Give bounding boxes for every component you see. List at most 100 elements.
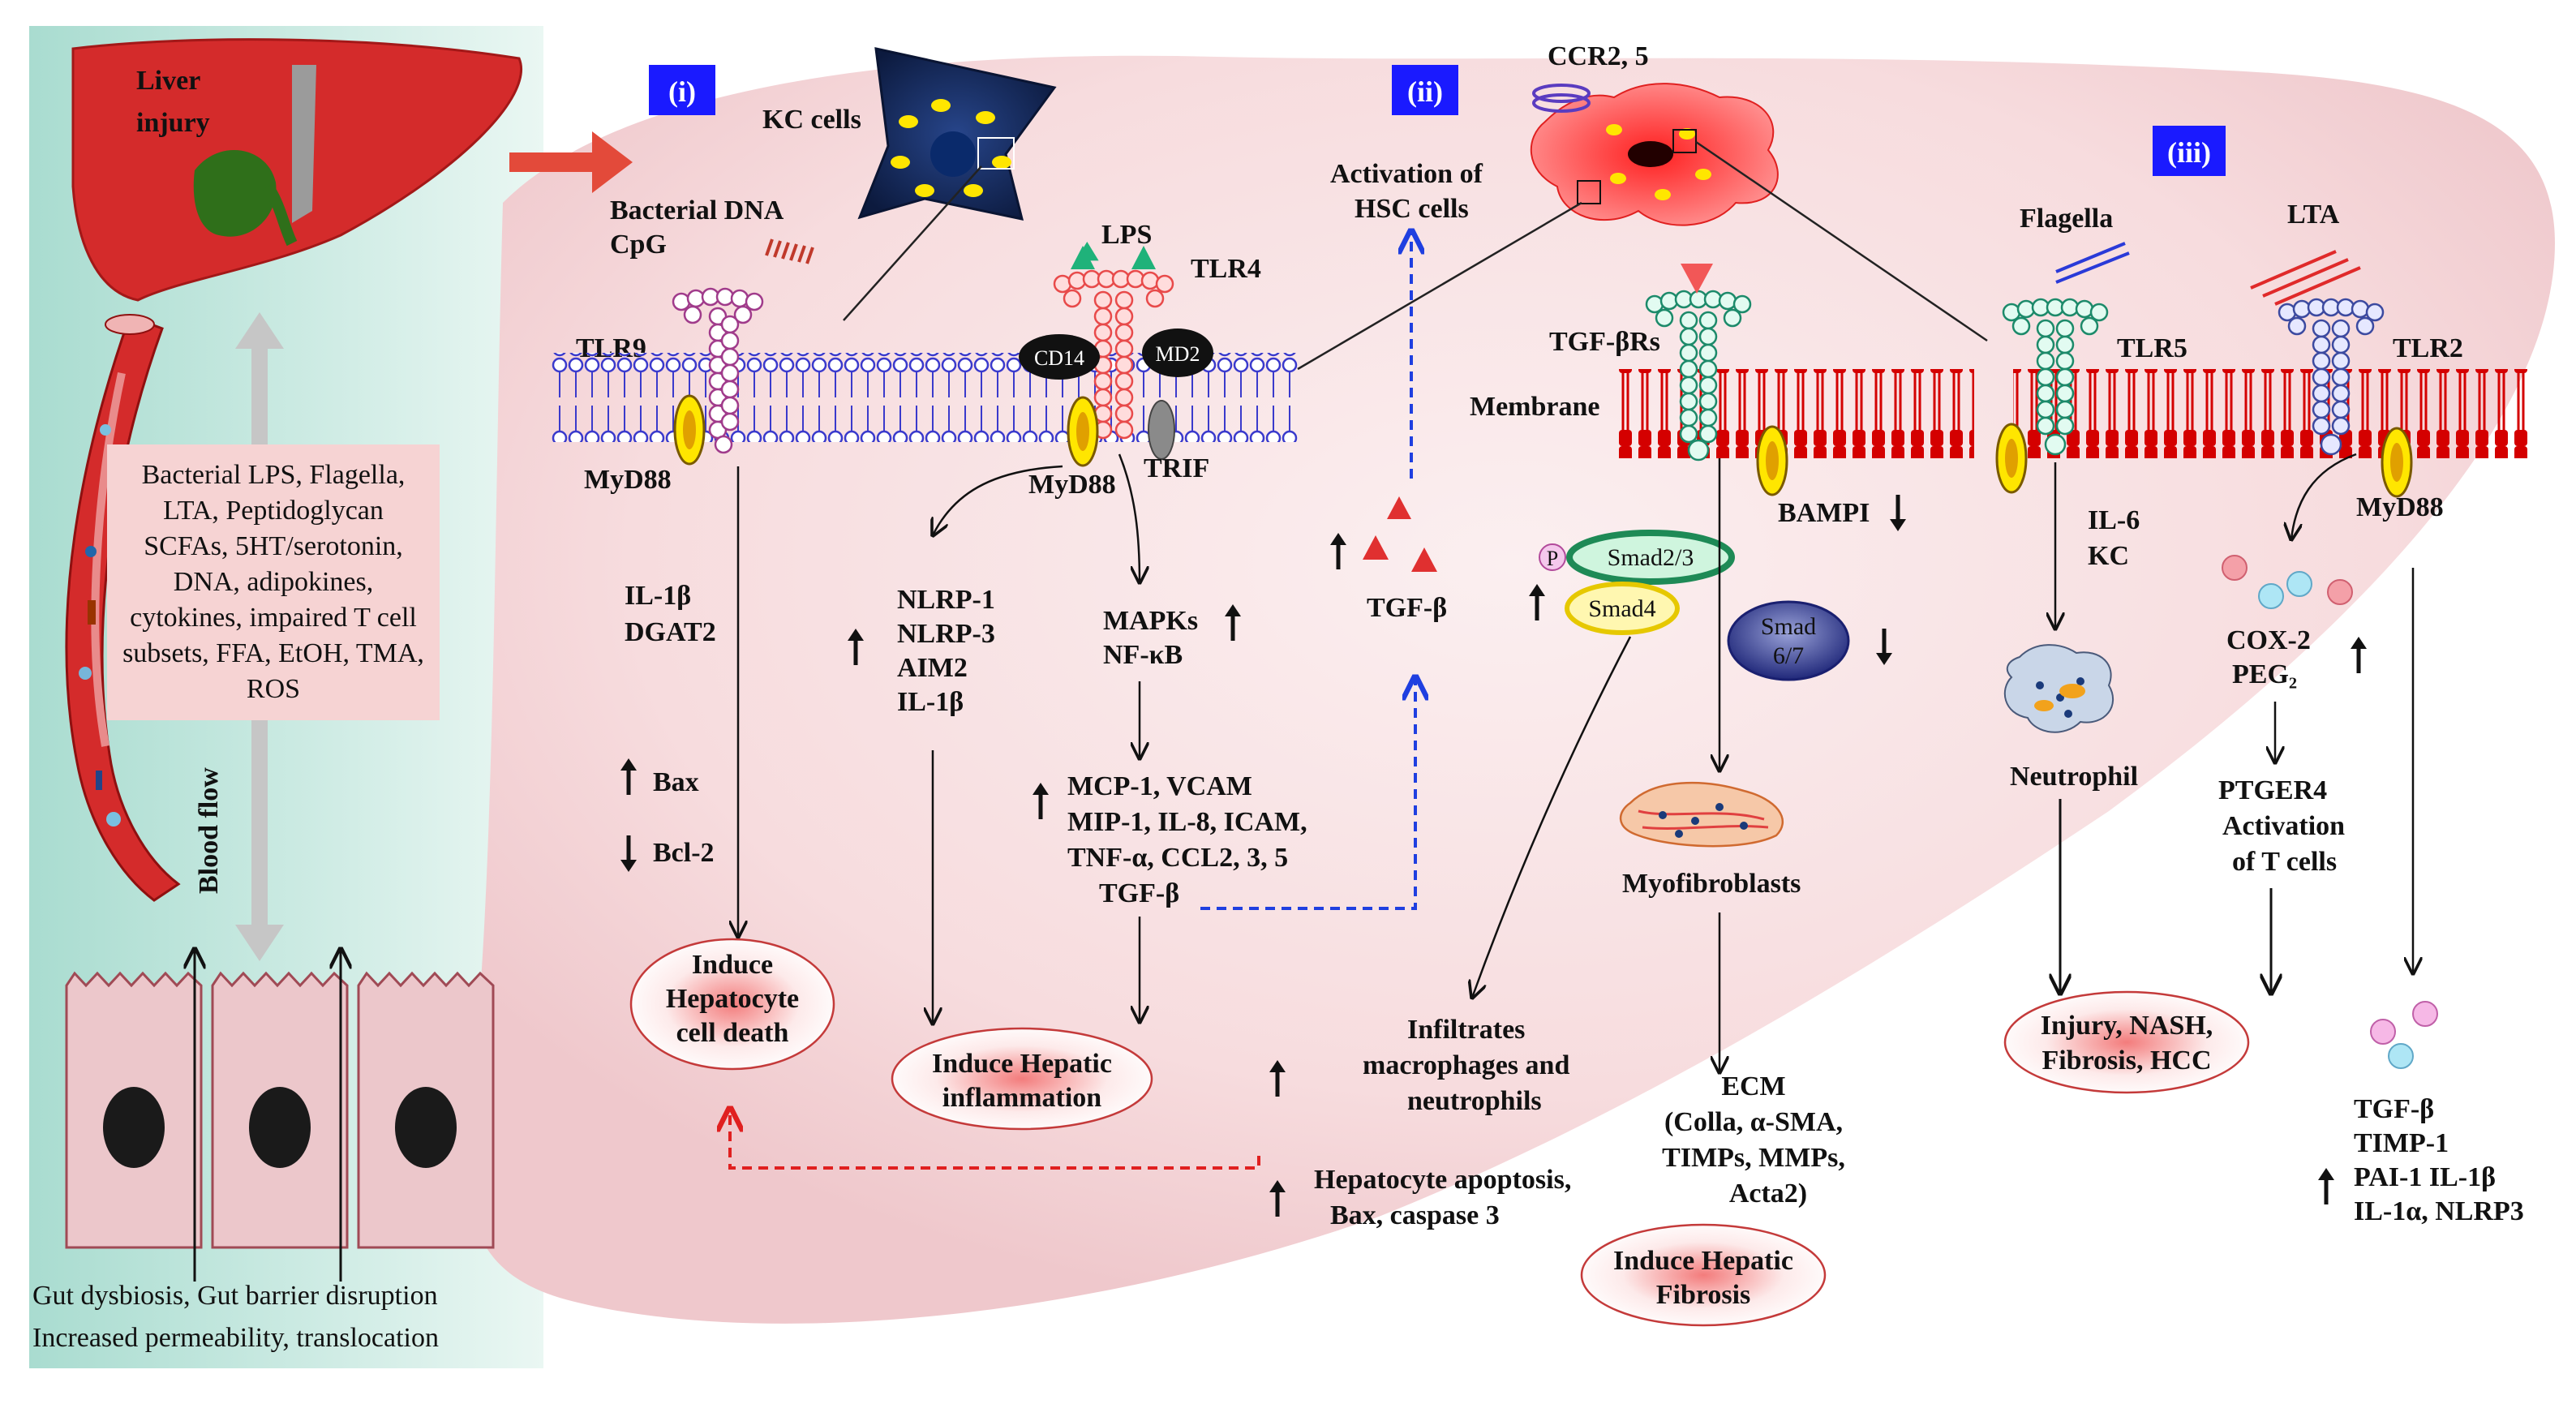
smad4-icon (1565, 582, 1680, 635)
ecm-label-3: TIMPs, MMPs, (1662, 1143, 1845, 1173)
injury-label-2: Fibrosis, HCC (2041, 1045, 2211, 1076)
tlr2-receptor (2278, 298, 2385, 456)
tgfb-mcp-label: TGF-β (1099, 878, 1179, 908)
myd88-icon-a (673, 394, 706, 466)
lps-triangle-2 (1131, 246, 1156, 269)
svg-text:Smad4: Smad4 (1588, 595, 1655, 622)
myd88-icon-c (1995, 423, 2028, 494)
il6-label: IL-6 (2088, 505, 2140, 535)
tgfb-label: TGF-β (1367, 593, 1447, 623)
lps-triangle-3 (1071, 246, 1095, 269)
ccr-label: CCR2, 5 (1548, 41, 1649, 71)
bcl2-label: Bcl-2 (653, 838, 715, 868)
red-dashed-arrow (730, 1111, 1260, 1170)
neut-membrane (2013, 369, 2532, 458)
hepatic-inflammation-oval (891, 1027, 1153, 1131)
flagella-label: Flagella (2020, 204, 2113, 234)
tgfb-list-2: TIMP-1 (2354, 1128, 2449, 1158)
bampi-icon (1756, 425, 1788, 496)
tlr2-label: TLR2 (2393, 333, 2463, 363)
down-arrow-bcl2 (620, 835, 637, 872)
badge-i (649, 65, 715, 115)
liver-injury-label-1: Liver (136, 66, 200, 96)
svg-text:P: P (1547, 547, 1558, 570)
svg-text:6/7: 6/7 (1773, 642, 1804, 669)
tgfb-dashed-arrow (1200, 680, 1415, 910)
liver-injury-label-2: injury (136, 108, 210, 138)
up-arrow-tgfb-list (2318, 1168, 2334, 1204)
svg-text:LTA, Peptidoglycan: LTA, Peptidoglycan (163, 496, 384, 526)
tcells-label: of T cells (2232, 847, 2337, 877)
myofibroblasts-label: Myofibroblasts (1622, 869, 1801, 899)
activation-label-t: Activation (2222, 811, 2345, 841)
cd14-icon (1019, 334, 1100, 380)
tgfb-ligand (1681, 264, 1713, 294)
svg-text:Smad: Smad (1761, 613, 1816, 640)
hepatic-fibrosis-oval (1580, 1223, 1827, 1327)
up-arrow-mapks (1225, 604, 1241, 641)
mapks-label: MAPKs (1103, 606, 1198, 636)
activation-label-2: HSC cells (1355, 194, 1469, 224)
tgfb-triangles (1363, 496, 1437, 572)
lps-label: LPS (1101, 220, 1152, 250)
md2-icon (1142, 328, 1213, 377)
badge-ii (1392, 65, 1458, 115)
tlr5-label: TLR5 (2117, 333, 2187, 363)
cox-molecules (2222, 555, 2353, 609)
tgfb-list-4: IL-1α, NLRP3 (2354, 1196, 2524, 1226)
fibrosis-label-2: Fibrosis (1656, 1280, 1751, 1310)
nlrp3-label: NLRP-3 (897, 619, 995, 649)
neutrophil-icon (2003, 644, 2114, 733)
up-arrow-cox (2351, 637, 2367, 673)
tnf-label: TNF-α, CCL2, 3, 5 (1067, 843, 1288, 873)
il1b-label-b: IL-1β (897, 687, 964, 717)
svg-text:cytokines, impaired T cell: cytokines, impaired T cell (130, 603, 417, 633)
lta-icon (2250, 250, 2361, 306)
bacterial-dna-label: Bacterial DNA (610, 195, 784, 225)
smad67-icon (1727, 600, 1850, 681)
myd88-label-c: MyD88 (2356, 492, 2444, 522)
up-arrow-smad (1529, 584, 1545, 620)
up-arrow-mcp (1033, 783, 1049, 819)
hsc-cell-icon (1530, 83, 1779, 226)
up-arrow-apoptosis (1269, 1180, 1286, 1217)
peg2-label: PEG₂ (2232, 659, 2297, 689)
apoptosis-label-2: Bax, caspase 3 (1330, 1200, 1500, 1230)
permeability-text: Increased permeability, translocation (32, 1323, 439, 1353)
up-arrow-nlrp (848, 629, 864, 665)
tlr5-receptor (2002, 298, 2109, 456)
smad23-icon (1566, 530, 1735, 585)
cox2-label: COX-2 (2226, 625, 2311, 655)
activation-label-1: Activation of (1330, 159, 1483, 189)
tlr4-label: TLR4 (1191, 254, 1261, 284)
svg-text:DNA, adipokines,: DNA, adipokines, (174, 567, 373, 597)
phospho-icon (1539, 543, 1566, 571)
hsc-membrane (1617, 369, 1974, 458)
svg-text:Bacterial LPS, Flagella,: Bacterial LPS, Flagella, (142, 460, 406, 490)
hepatocyte-death-oval (629, 938, 835, 1071)
mip-label: MIP-1, IL-8, ICAM, (1067, 807, 1307, 837)
ecm-label: ECM (1721, 1071, 1785, 1101)
myd88-icon-b (1067, 396, 1099, 467)
inflammation-label-1: Induce Hepatic (932, 1049, 1112, 1079)
enterocytes (65, 949, 495, 1282)
factors-box (107, 444, 440, 720)
apoptosis-label-1: Hepatocyte apoptosis, (1314, 1165, 1571, 1195)
kupffer-cell-icon (857, 47, 1057, 221)
svg-text:ROS: ROS (247, 674, 300, 704)
flagella-icon (2055, 242, 2130, 284)
up-arrow-infiltrates (1269, 1060, 1286, 1097)
cd14-label: CD14 (1034, 346, 1084, 370)
nlrp1-label: NLRP-1 (897, 585, 995, 615)
myofibroblast-icon (1619, 781, 1784, 848)
infiltrates-label-3: neutrophils (1407, 1086, 1542, 1116)
tlr9-receptor (672, 287, 764, 454)
ecm-label-2: (Colla, α-SMA, (1664, 1107, 1843, 1137)
svg-text:SCFAs, 5HT/serotonin,: SCFAs, 5HT/serotonin, (144, 531, 403, 561)
death-label-3: cell death (676, 1018, 789, 1048)
svg-text:subsets, FFA, EtOH, TMA,: subsets, FFA, EtOH, TMA, (122, 638, 424, 668)
tgfbrs-label: TGF-βRs (1549, 327, 1660, 357)
svg-text:(iii): (iii) (2167, 136, 2211, 169)
